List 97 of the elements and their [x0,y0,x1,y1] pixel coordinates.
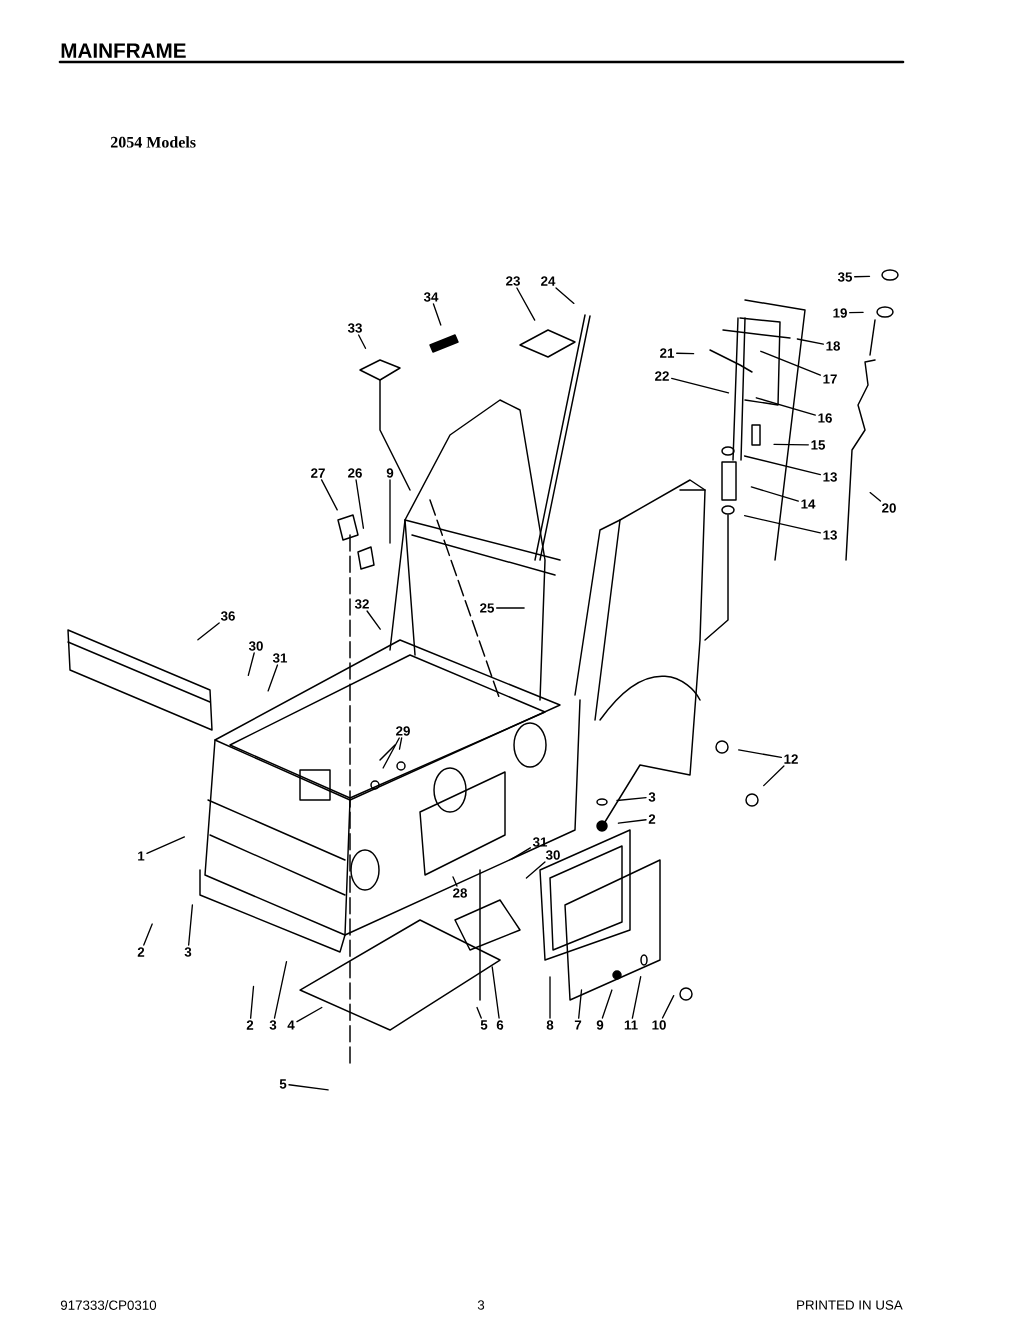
leader-line [382,737,400,769]
leader-line [525,861,546,879]
leader-line [247,652,255,677]
callout-number: 35 [837,272,853,282]
callout-number: 28 [453,888,467,898]
callout-number: 21 [660,348,675,358]
leader-line [516,287,536,321]
callout-number: 31 [272,653,288,663]
callout-number: 5 [480,1020,488,1030]
leader-line [750,486,799,502]
leader-line [288,1084,329,1091]
leader-line [738,749,782,758]
callout-number: 22 [655,371,669,381]
callout-number: 4 [287,1020,295,1030]
callout-number: 27 [311,468,325,478]
leader-line [491,966,500,1019]
leader-line [366,610,381,630]
callout-number: 16 [818,413,832,423]
leader-line [760,350,821,376]
leader-line [661,994,675,1019]
callout-number: 25 [480,603,495,613]
callout-number: 2 [137,947,145,957]
callout-number: 34 [423,292,439,302]
callout-number: 11 [624,1020,638,1030]
leader-line [578,989,583,1019]
page-title: MAINFRAME [61,43,186,58]
callout-number: 12 [784,754,798,764]
callout-number: 17 [823,374,837,384]
leader-line [249,985,255,1019]
leader-line [296,1006,323,1023]
leader-line [671,377,730,394]
callout-number: 9 [386,468,394,478]
page-number: 3 [477,1300,485,1310]
callout-number: 10 [652,1020,666,1030]
callout-number: 6 [496,1020,504,1030]
leader-line [146,836,186,855]
callout-number: 2 [648,814,656,824]
leader-line [389,479,391,544]
leader-line [398,737,403,750]
leader-line [763,765,785,787]
leader-line [616,796,647,802]
callout-number: 30 [248,641,263,651]
leader-line [432,303,442,326]
callout-number: 2 [246,1020,254,1030]
callout-number: 36 [220,611,235,621]
callout-number: 29 [396,726,410,736]
leader-line [496,607,525,609]
leader-line [197,622,220,641]
leader-line [773,443,809,446]
callout-number: 8 [546,1020,554,1030]
leader-line [743,455,821,476]
leader-line [869,491,882,502]
callout-number: 15 [811,440,826,450]
callout-number: 33 [347,323,362,333]
leader-line [676,352,695,355]
callout-number: 31 [532,837,548,847]
leader-line [601,989,613,1019]
callout-number: 3 [184,947,192,957]
leader-line [631,976,642,1019]
leader-line [796,338,824,345]
callout-number: 13 [823,530,837,540]
callout-number: 23 [506,276,520,286]
callout-number: 24 [541,276,556,286]
callout-number: 7 [574,1020,582,1030]
leader-line [555,287,575,305]
leader-line [854,275,871,278]
leader-line [476,1006,482,1019]
subheading: 2054 Models [110,136,196,148]
callout-number: 3 [269,1020,277,1030]
callout-number: 18 [826,341,840,351]
callout-number: 20 [882,503,896,513]
callout-number: 5 [279,1079,287,1089]
callout-number: 26 [348,468,362,478]
leader-line [355,479,365,529]
callout-number: 19 [833,308,847,318]
leader-line [755,397,816,416]
leader-line [617,819,647,824]
leader-line [267,664,279,692]
leader-line [743,515,821,534]
callout-number: 14 [801,499,816,509]
callout-number: 1 [138,851,145,861]
leader-line [143,923,153,946]
callout-number: 32 [354,599,369,609]
leader-line [511,847,531,860]
footer-text: 917333/CP0310 [60,1300,157,1310]
leader-line [549,976,551,1019]
leader-line [188,904,194,946]
leader-line [357,334,367,349]
callout-number: 30 [545,850,560,860]
callout-number: 3 [648,792,656,802]
leader-line [452,876,458,887]
callout-number: 9 [596,1020,604,1030]
leader-line [273,960,288,1019]
callout-number: 13 [823,472,837,482]
leader-line [320,479,338,511]
leader-line [849,311,864,314]
footer-text: PRINTED IN USA [797,1300,903,1310]
